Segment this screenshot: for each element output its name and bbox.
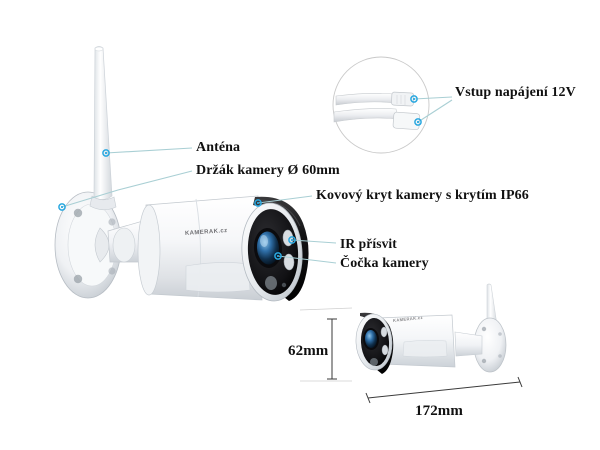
dimension-label-height: 62mm [288,343,329,359]
leader-napajeni-b [417,99,453,123]
dimension-width-172mm [365,376,523,404]
small-camera-mount [454,317,507,373]
anchor-dot-ir [288,236,296,244]
leader-cocka [277,255,337,264]
leader-napajeni-a [413,96,453,100]
camera-antenna [89,46,117,211]
callout-label-kryt: Kovový kryt kamery s krytím IP66 [316,188,529,203]
callout-anchor-dots [58,149,296,260]
leader-drzak [61,170,193,208]
anchor-dot-cocka [274,252,282,260]
callout-leader-lines [61,147,337,264]
anchor-dot-antena [102,149,110,157]
dimension-extension-top [299,307,353,311]
dimension-label-width: 172mm [415,403,463,419]
anchor-dot-drzak [58,203,66,211]
leader-antena [105,147,193,154]
inset-circle [332,56,430,154]
leader-ir [291,239,337,244]
callout-label-cocka-kamery: Čočka kamery [340,256,429,271]
leader-kryt [257,195,313,204]
small-camera-illustration [355,283,507,374]
anchor-dot-napajeni-b [414,118,422,126]
camera-lens-assembly [241,202,303,302]
small-camera-lens-assembly [355,313,393,371]
power-cable-pair [333,91,421,130]
callout-label-ir-prisvit: IR přísvit [340,236,397,251]
main-camera-illustration [54,46,309,302]
dimension-lines [299,307,523,404]
callout-label-drzak: Držák kamery Ø 60mm [196,163,340,178]
callout-label-antena: Anténa [196,140,241,155]
camera-mount-base [54,191,122,299]
dimension-height-62mm [327,318,337,380]
power-connector-inset [332,56,453,154]
anchor-dot-napajeni-a [410,95,418,103]
camera-body [137,195,263,301]
anchor-dot-kryt [254,199,262,207]
callout-label-vstup-napajeni: Vstup napájení 12V [455,85,576,100]
connector-female [392,111,421,130]
